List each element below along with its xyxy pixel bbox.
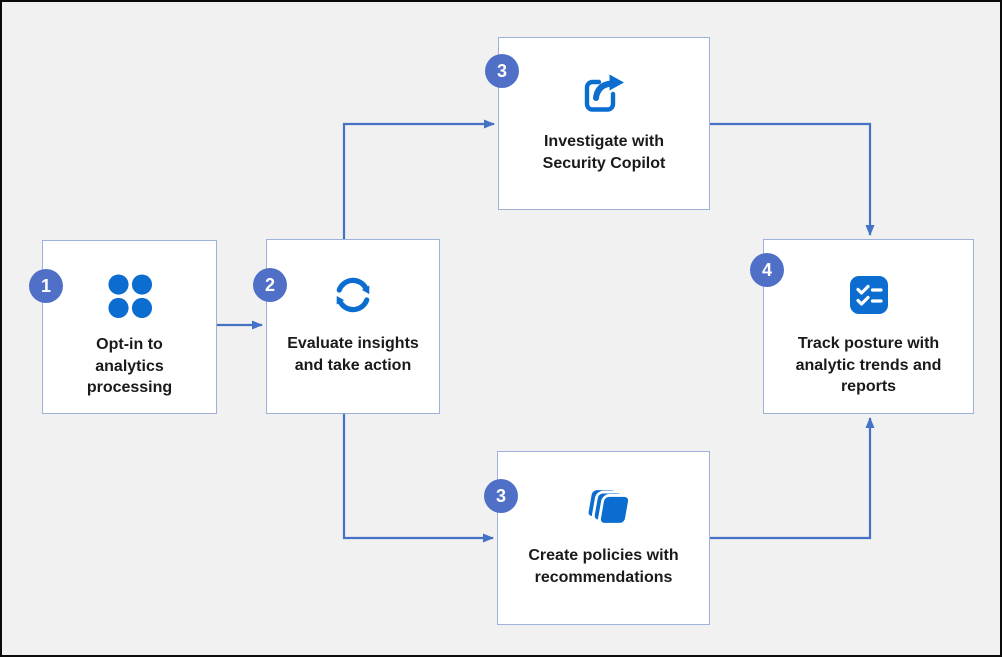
step-label: Create policies with recommendations [528,547,679,586]
step-label: Evaluate insights and take action [287,335,419,374]
share-arrow-icon [577,67,631,119]
step-number-badge: 3 [484,479,518,513]
step-box-investigate: 3 Investigate with Security Copilot [485,37,710,210]
step-box-opt-in: 1 Opt-in to analytics processing [29,240,217,414]
step-label: Opt-in to analytics processing [86,336,173,397]
step-box-create-policies: 3 Create policies with recommendations [484,451,710,625]
connector-evaluate-to-create-policies [342,414,494,543]
connector-investigate-to-track [710,122,875,236]
step-number-badge: 2 [253,268,287,302]
stacked-cards-icon [577,481,631,533]
step-label: Track posture with analytic trends and r… [795,335,942,396]
step-number-badge: 4 [750,253,784,287]
step-box-track: 4 Track posture with analytic trends and… [750,239,974,414]
connector-create-policies-to-track [710,417,875,540]
checklist-icon [849,269,889,321]
step-label: Investigate with Security Copilot [542,133,666,172]
step-number-badge: 3 [485,54,519,88]
dots-grid-icon [107,270,153,322]
step-number-badge: 1 [29,269,63,303]
connector-evaluate-to-investigate [342,119,495,239]
step-box-evaluate: 2 Evaluate insights and take action [253,239,440,414]
sync-arrows-icon [328,269,378,321]
